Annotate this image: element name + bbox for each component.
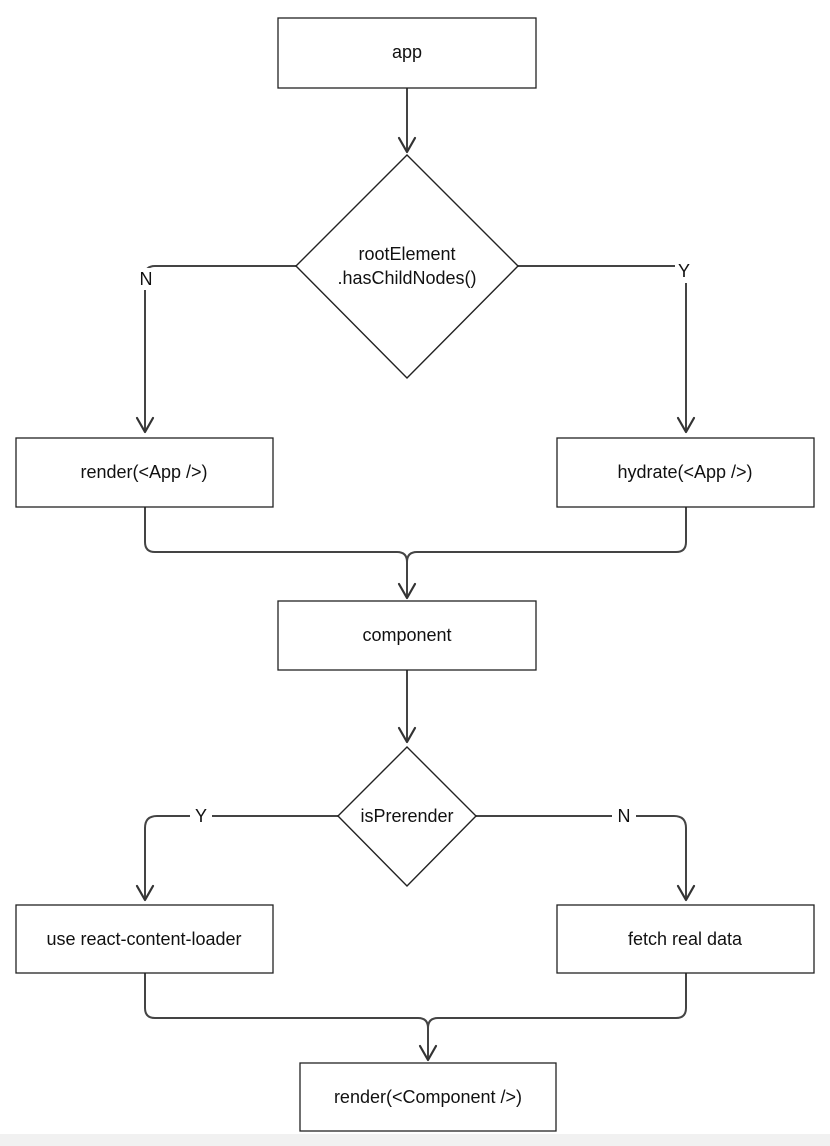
edge-label-prerender-no: N bbox=[612, 805, 636, 827]
arrow-head-fetch bbox=[676, 884, 696, 902]
edge-fetch-to-render-component bbox=[427, 973, 687, 1029]
arrow-head-component bbox=[397, 582, 417, 600]
node-hydrate-app: hydrate(<App />) bbox=[556, 437, 815, 508]
edge-root-check-to-render bbox=[144, 265, 296, 430]
node-use-loader-label: use react-content-loader bbox=[46, 929, 241, 949]
node-root-check: rootElement .hasChildNodes() bbox=[295, 154, 519, 379]
arrow-head-root-check bbox=[397, 136, 417, 154]
edge-label-root-no-text: N bbox=[140, 269, 153, 289]
node-component-label: component bbox=[362, 625, 451, 645]
node-fetch-data-label: fetch real data bbox=[628, 929, 743, 949]
node-app: app bbox=[277, 17, 537, 89]
edge-label-prerender-yes-text: Y bbox=[195, 806, 207, 826]
bottom-strip bbox=[0, 1134, 830, 1146]
edge-label-prerender-yes: Y bbox=[190, 805, 212, 827]
node-render-app-label: render(<App />) bbox=[80, 462, 207, 482]
node-hydrate-app-label: hydrate(<App />) bbox=[617, 462, 752, 482]
node-is-prerender: isPrerender bbox=[337, 746, 477, 887]
arrow-head-render bbox=[135, 416, 155, 434]
edge-loader-to-render-component bbox=[144, 973, 429, 1058]
node-component: component bbox=[277, 600, 537, 671]
edge-label-root-yes: Y bbox=[675, 261, 693, 283]
edge-label-root-no: N bbox=[137, 268, 155, 290]
edge-prerender-to-fetch bbox=[476, 815, 687, 898]
node-root-check-label-line2: .hasChildNodes() bbox=[337, 268, 476, 288]
node-render-app: render(<App />) bbox=[15, 437, 274, 508]
arrow-head-loader bbox=[135, 884, 155, 902]
node-root-check-label-line1: rootElement bbox=[358, 244, 455, 264]
node-render-component-label: render(<Component />) bbox=[334, 1087, 522, 1107]
node-app-label: app bbox=[392, 42, 422, 62]
arrow-head-render-component bbox=[418, 1044, 438, 1062]
arrow-head-prerender bbox=[397, 726, 417, 744]
node-render-component: render(<Component />) bbox=[299, 1062, 557, 1132]
edge-root-check-to-hydrate bbox=[518, 265, 687, 430]
edge-render-to-component bbox=[144, 507, 408, 596]
arrow-head-hydrate bbox=[676, 416, 696, 434]
node-use-loader: use react-content-loader bbox=[15, 904, 274, 974]
node-is-prerender-label: isPrerender bbox=[360, 806, 453, 826]
edge-hydrate-to-component bbox=[406, 507, 687, 563]
node-fetch-data: fetch real data bbox=[556, 904, 815, 974]
edge-label-root-yes-text: Y bbox=[678, 261, 690, 281]
edge-prerender-to-loader bbox=[144, 815, 338, 898]
edge-label-prerender-no-text: N bbox=[618, 806, 631, 826]
